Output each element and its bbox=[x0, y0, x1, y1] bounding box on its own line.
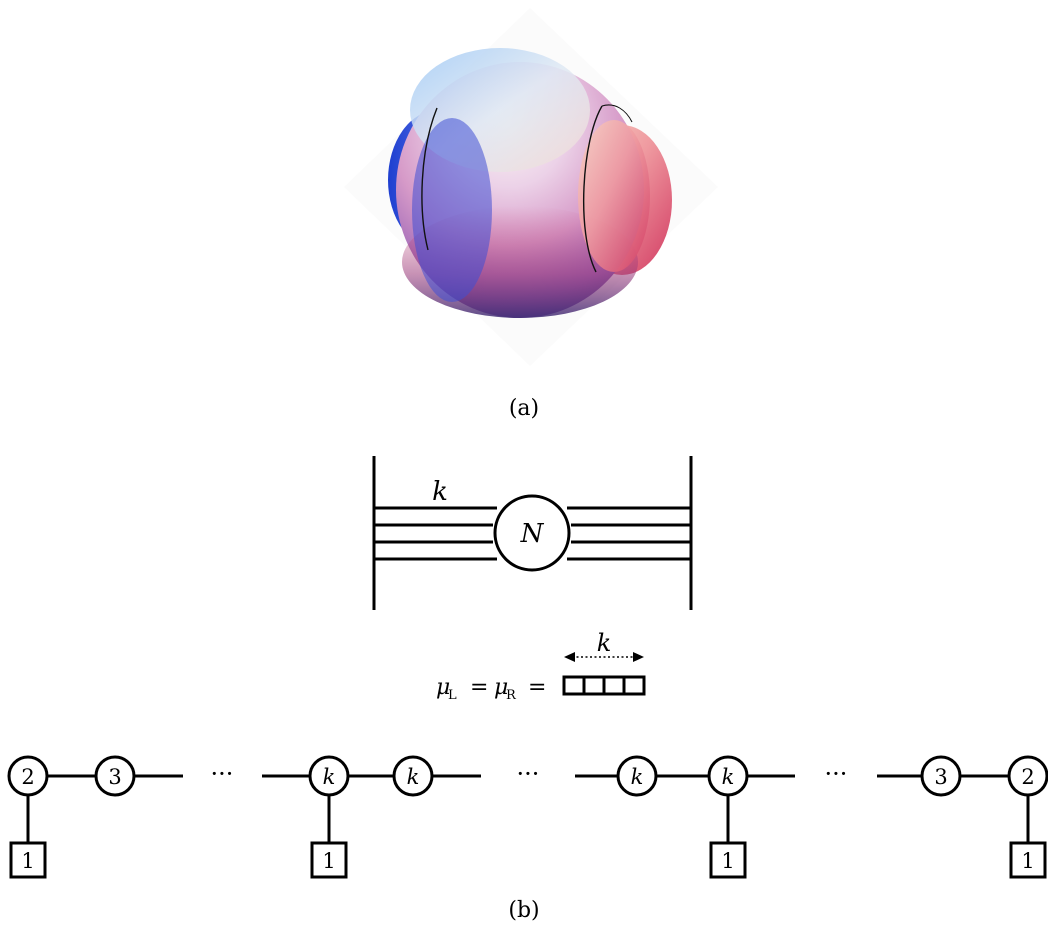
gauge-node-circle bbox=[7, 755, 49, 797]
mu-l-subscript: L bbox=[448, 688, 457, 703]
flavor-box bbox=[1009, 841, 1047, 879]
gauge-node-label: k bbox=[631, 765, 644, 789]
gauge-node-circle bbox=[308, 755, 350, 797]
gauge-node-label: 2 bbox=[1021, 765, 1034, 789]
width-arrow bbox=[564, 652, 644, 662]
partition-equation: μ L = μ R = k bbox=[436, 629, 646, 703]
flavor-label: 1 bbox=[322, 849, 335, 873]
right-seam bbox=[582, 105, 603, 273]
mu-l-symbol: μ bbox=[436, 675, 450, 700]
gauge-node-label: k bbox=[323, 765, 336, 789]
flavor-box bbox=[709, 841, 747, 879]
right-rim-patch bbox=[578, 120, 650, 272]
gauge-node-label: k bbox=[407, 765, 420, 789]
flavor-label: 1 bbox=[21, 849, 34, 873]
width-label: k bbox=[597, 629, 612, 657]
quiver bbox=[7, 755, 1048, 879]
gauge-node-label: 3 bbox=[108, 765, 121, 789]
mu-r-symbol: μ bbox=[494, 675, 508, 700]
gauge-node-circle bbox=[707, 755, 749, 797]
gauge-node-circle bbox=[920, 755, 962, 797]
gauge-node-label: k bbox=[722, 765, 735, 789]
young-diagram bbox=[562, 675, 646, 696]
surface-plot bbox=[344, 8, 718, 366]
caption-b: (b) bbox=[508, 898, 539, 923]
gauge-node-circle bbox=[94, 755, 136, 797]
left-shade bbox=[412, 118, 492, 302]
flavor-box bbox=[9, 841, 47, 879]
flavor-label: 1 bbox=[721, 849, 734, 873]
brane-diagram bbox=[372, 456, 693, 610]
gauge-node-circle bbox=[1007, 755, 1048, 797]
gauge-node-labels: 2 3 k k k k 3 2 bbox=[21, 765, 1034, 789]
equals-sign-2: = bbox=[528, 675, 546, 700]
ellipsis: ··· bbox=[517, 760, 540, 788]
d5-node-circle bbox=[493, 494, 571, 572]
gauge-node-label: 3 bbox=[934, 765, 947, 789]
gauge-node-label: 2 bbox=[21, 765, 34, 789]
flavor-label: 1 bbox=[1021, 849, 1034, 873]
stack-label: k bbox=[432, 477, 448, 507]
gauge-node-circle bbox=[616, 755, 658, 797]
gauge-node-circle bbox=[392, 755, 434, 797]
ellipsis: ··· bbox=[211, 760, 234, 788]
ellipsis: ··· bbox=[825, 760, 848, 788]
flavor-labels: 1 1 1 1 bbox=[21, 849, 1034, 873]
quiver-ellipses: ··· ··· ··· bbox=[211, 760, 848, 788]
left-seam bbox=[421, 107, 438, 251]
equals-sign-1: = bbox=[470, 675, 488, 700]
caption-a: (a) bbox=[509, 396, 539, 421]
flavor-box bbox=[310, 841, 348, 879]
mu-r-subscript: R bbox=[506, 688, 517, 703]
node-label: N bbox=[520, 519, 545, 549]
right-seam-top bbox=[601, 104, 633, 123]
